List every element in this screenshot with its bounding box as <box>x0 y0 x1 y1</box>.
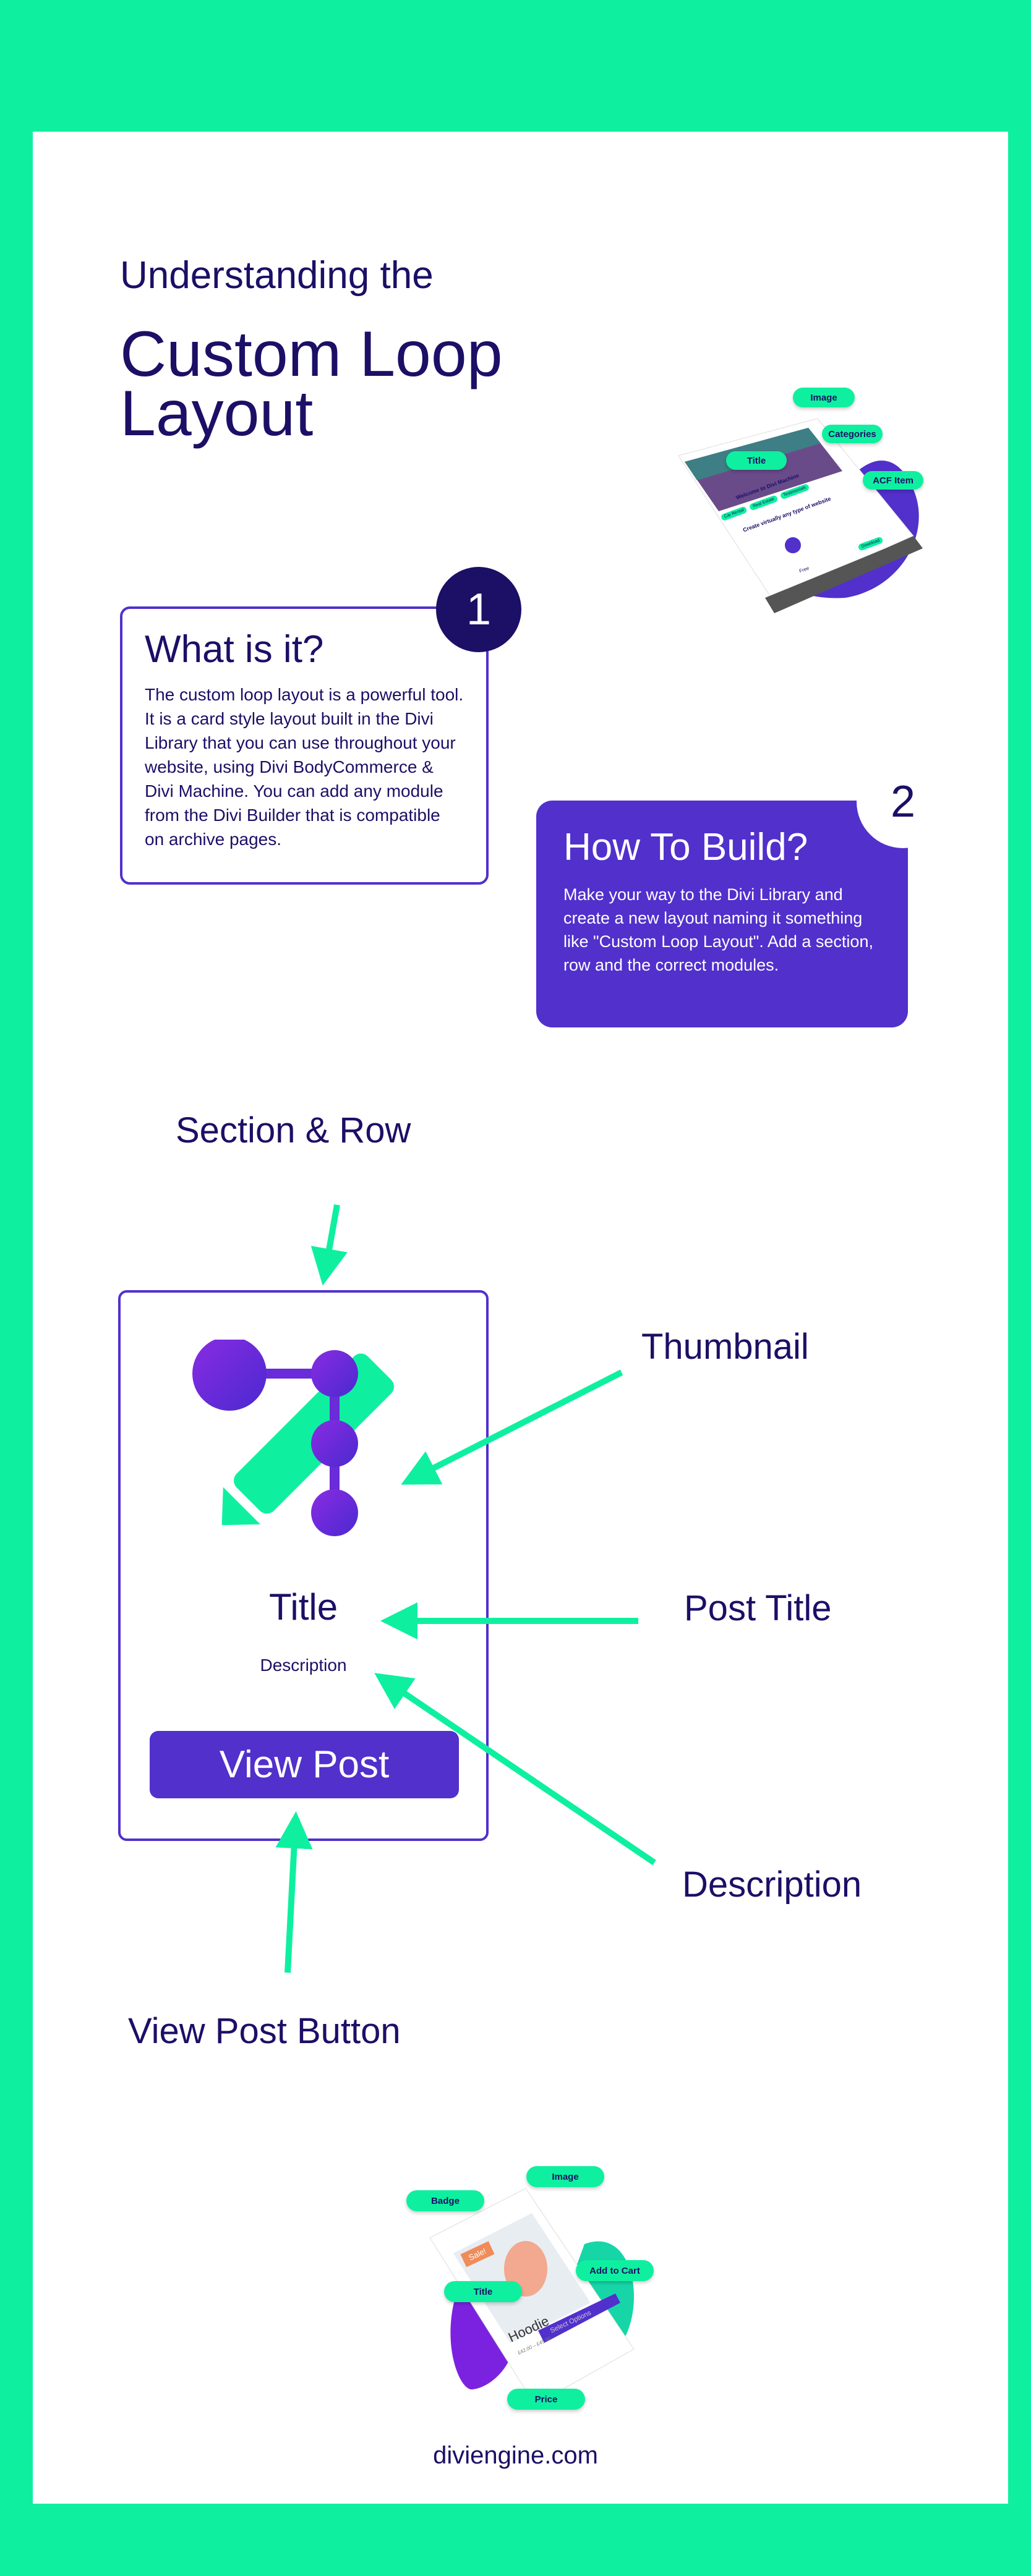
label-price: Price <box>507 2389 585 2410</box>
arrow-view-post-button <box>275 1811 313 1973</box>
card-description: Description <box>260 1656 347 1675</box>
label-post-title: Post Title <box>684 1588 832 1628</box>
label-title: Title <box>726 451 787 470</box>
how-to-build-card: How To Build? Make your way to the Divi … <box>536 801 908 1027</box>
label-categories: Categories <box>822 425 883 443</box>
label-view-post-button: View Post Button <box>128 2011 401 2051</box>
label-image: Image <box>526 2166 604 2187</box>
label-badge: Badge <box>406 2190 484 2211</box>
arrow-section-row <box>310 1204 348 1286</box>
bodycommerce-illustration: Sale! Hoodie £42.00 – £45.00 Select Opti… <box>387 2145 654 2410</box>
divi-machine-illustration: Image Categories Title ACF Item Welcome … <box>641 378 932 613</box>
what-is-it-card: What is it? The custom loop layout is a … <box>120 606 489 885</box>
how-to-build-body: Make your way to the Divi Library and cr… <box>563 885 873 974</box>
label-title: Title <box>444 2281 522 2302</box>
header-subtitle: Understanding the <box>120 254 434 297</box>
what-is-it-title: What is it? <box>145 628 324 671</box>
divi-machine-logo-icon <box>192 1340 395 1536</box>
what-is-it-body: The custom loop layout is a powerful too… <box>145 685 464 849</box>
label-description: Description <box>682 1864 862 1905</box>
label-image: Image <box>793 388 855 407</box>
step-number-2: 2 <box>857 755 949 848</box>
page-title: Custom Loop Layout <box>120 318 503 449</box>
how-to-build-title: How To Build? <box>563 826 808 869</box>
label-section-row: Section & Row <box>176 1110 411 1150</box>
view-post-button[interactable]: View Post <box>150 1731 459 1798</box>
label-add-to-cart: Add to Cart <box>576 2260 654 2281</box>
arrow-description <box>374 1673 656 1866</box>
label-acf-item: ACF Item <box>863 471 923 490</box>
step-number-1: 1 <box>436 567 521 652</box>
label-thumbnail: Thumbnail <box>641 1327 809 1367</box>
arrow-thumbnail <box>401 1369 623 1485</box>
card-title: Title <box>268 1586 338 1628</box>
footer-site-link[interactable]: diviengine.com <box>433 2442 598 2469</box>
